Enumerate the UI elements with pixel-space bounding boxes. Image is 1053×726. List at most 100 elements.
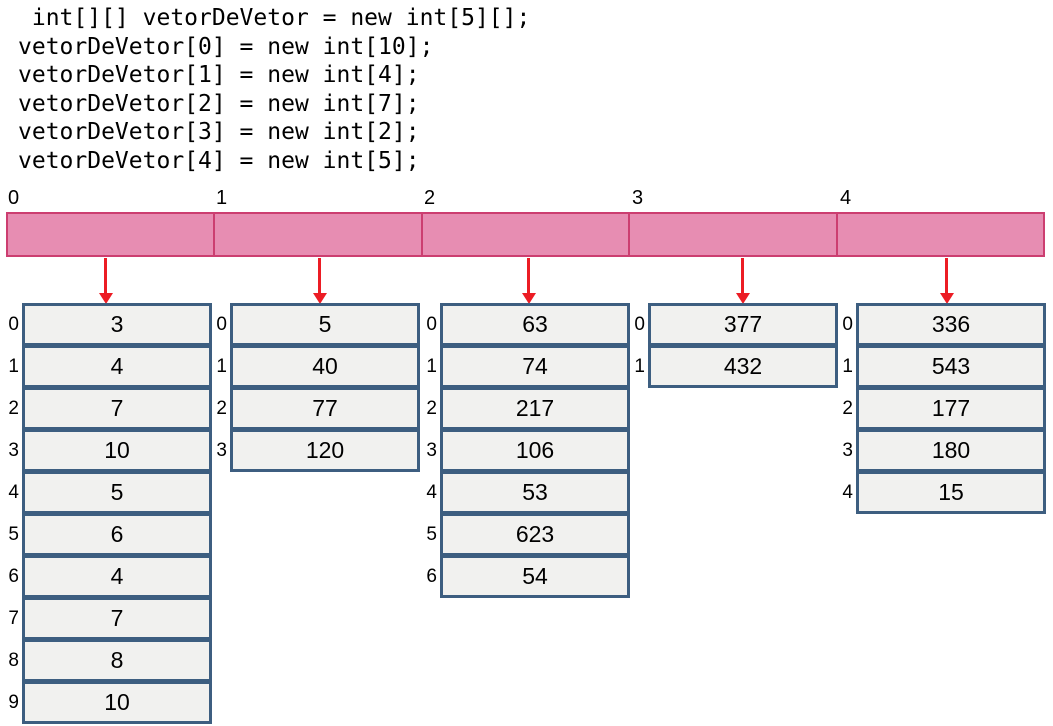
code-line-5: vetorDeVetor[4] = new int[5]; (18, 147, 420, 174)
array-cell: 53 (440, 471, 630, 514)
row-index-label: 0 (842, 313, 853, 335)
array-cell-value: 543 (931, 353, 971, 379)
outer-array-cell-4 (838, 214, 1043, 255)
array-cell-value: 217 (515, 395, 555, 421)
array-cell-value: 15 (938, 479, 964, 505)
code-block: int[][] vetorDeVetor = new int[5][];veto… (18, 4, 530, 175)
array-cell-value: 4 (110, 353, 124, 379)
array-cell-value: 377 (723, 311, 763, 337)
array-cell-value: 53 (522, 479, 548, 505)
outer-array-cell-3 (630, 214, 838, 255)
array-cell: 63 (440, 303, 630, 346)
outer-array-cell-1 (215, 214, 423, 255)
code-line-2: vetorDeVetor[1] = new int[4]; (18, 62, 420, 88)
array-cell: 177 (856, 387, 1046, 430)
array-cell: 4 (22, 555, 212, 598)
row-index-label: 3 (842, 439, 853, 461)
array-cell-value: 7 (110, 395, 124, 421)
array-cell: 5 (22, 471, 212, 514)
outer-index-label-2: 2 (424, 187, 436, 209)
code-line-1: vetorDeVetor[0] = new int[10]; (18, 33, 434, 60)
row-index-label: 0 (634, 313, 645, 335)
array-cell-value: 106 (515, 437, 555, 463)
array-cell-value: 7 (110, 605, 124, 631)
array-cell-value: 3 (110, 311, 124, 337)
code-line-3: vetorDeVetor[2] = new int[7]; (18, 90, 420, 117)
array-cell: 10 (22, 429, 212, 472)
array-row: 0 336 (836, 303, 1046, 346)
array-cell: 15 (856, 471, 1046, 514)
array-cell: 543 (856, 345, 1046, 388)
outer-array-bar (6, 212, 1045, 257)
array-row: 3 120 (210, 429, 420, 472)
array-row: 2 217 (420, 387, 630, 430)
array-row: 1 40 (210, 345, 420, 388)
array-cell: 336 (856, 303, 1046, 346)
array-cell: 623 (440, 513, 630, 556)
row-index-label: 1 (426, 355, 437, 377)
array-cell: 6 (22, 513, 212, 556)
array-cell-value: 5 (318, 311, 332, 337)
row-index-label: 5 (426, 523, 437, 545)
outer-index-label-1: 1 (216, 187, 228, 209)
array-cell-value: 177 (931, 395, 971, 421)
row-index-label: 2 (8, 397, 19, 419)
array-cell: 120 (230, 429, 420, 472)
row-index-label: 0 (216, 313, 227, 335)
outer-array-cell-2 (423, 214, 631, 255)
row-index-label: 4 (842, 481, 853, 503)
pointer-arrow-3 (736, 258, 750, 304)
array-cell-value: 54 (522, 563, 548, 589)
array-cell: 377 (648, 303, 838, 346)
row-index-label: 1 (842, 355, 853, 377)
arrow-stem-icon (741, 258, 744, 293)
array-cell: 8 (22, 639, 212, 682)
row-index-label: 4 (8, 481, 19, 503)
array-cell-value: 120 (305, 437, 345, 463)
array-cell: 7 (22, 387, 212, 430)
array-cell-value: 5 (110, 479, 124, 505)
row-index-label: 9 (8, 691, 19, 713)
outer-index-label-3: 3 (632, 187, 644, 209)
array-cell-value: 4 (110, 563, 124, 589)
array-cell-value: 180 (931, 437, 971, 463)
row-index-label: 1 (634, 355, 645, 377)
array-cell: 106 (440, 429, 630, 472)
array-cell-value: 10 (104, 689, 130, 715)
array-cell-value: 8 (110, 647, 124, 673)
row-index-label: 0 (426, 313, 437, 335)
array-cell-value: 40 (312, 353, 338, 379)
pointer-arrow-2 (522, 258, 536, 304)
pointer-arrow-4 (940, 258, 954, 304)
arrow-head-icon (313, 293, 327, 304)
array-cell: 4 (22, 345, 212, 388)
array-cell: 180 (856, 429, 1046, 472)
array-cell-value: 6 (110, 521, 124, 547)
code-line-0: int[][] vetorDeVetor = new int[5][]; (18, 5, 531, 31)
row-index-label: 1 (216, 355, 227, 377)
array-row: 9 10 (2, 681, 212, 724)
outer-array-cell-0 (8, 214, 216, 255)
row-index-label: 2 (426, 397, 437, 419)
row-index-label: 3 (216, 439, 227, 461)
pointer-arrow-0 (99, 258, 113, 304)
array-cell-value: 336 (931, 311, 971, 337)
arrow-head-icon (736, 293, 750, 304)
